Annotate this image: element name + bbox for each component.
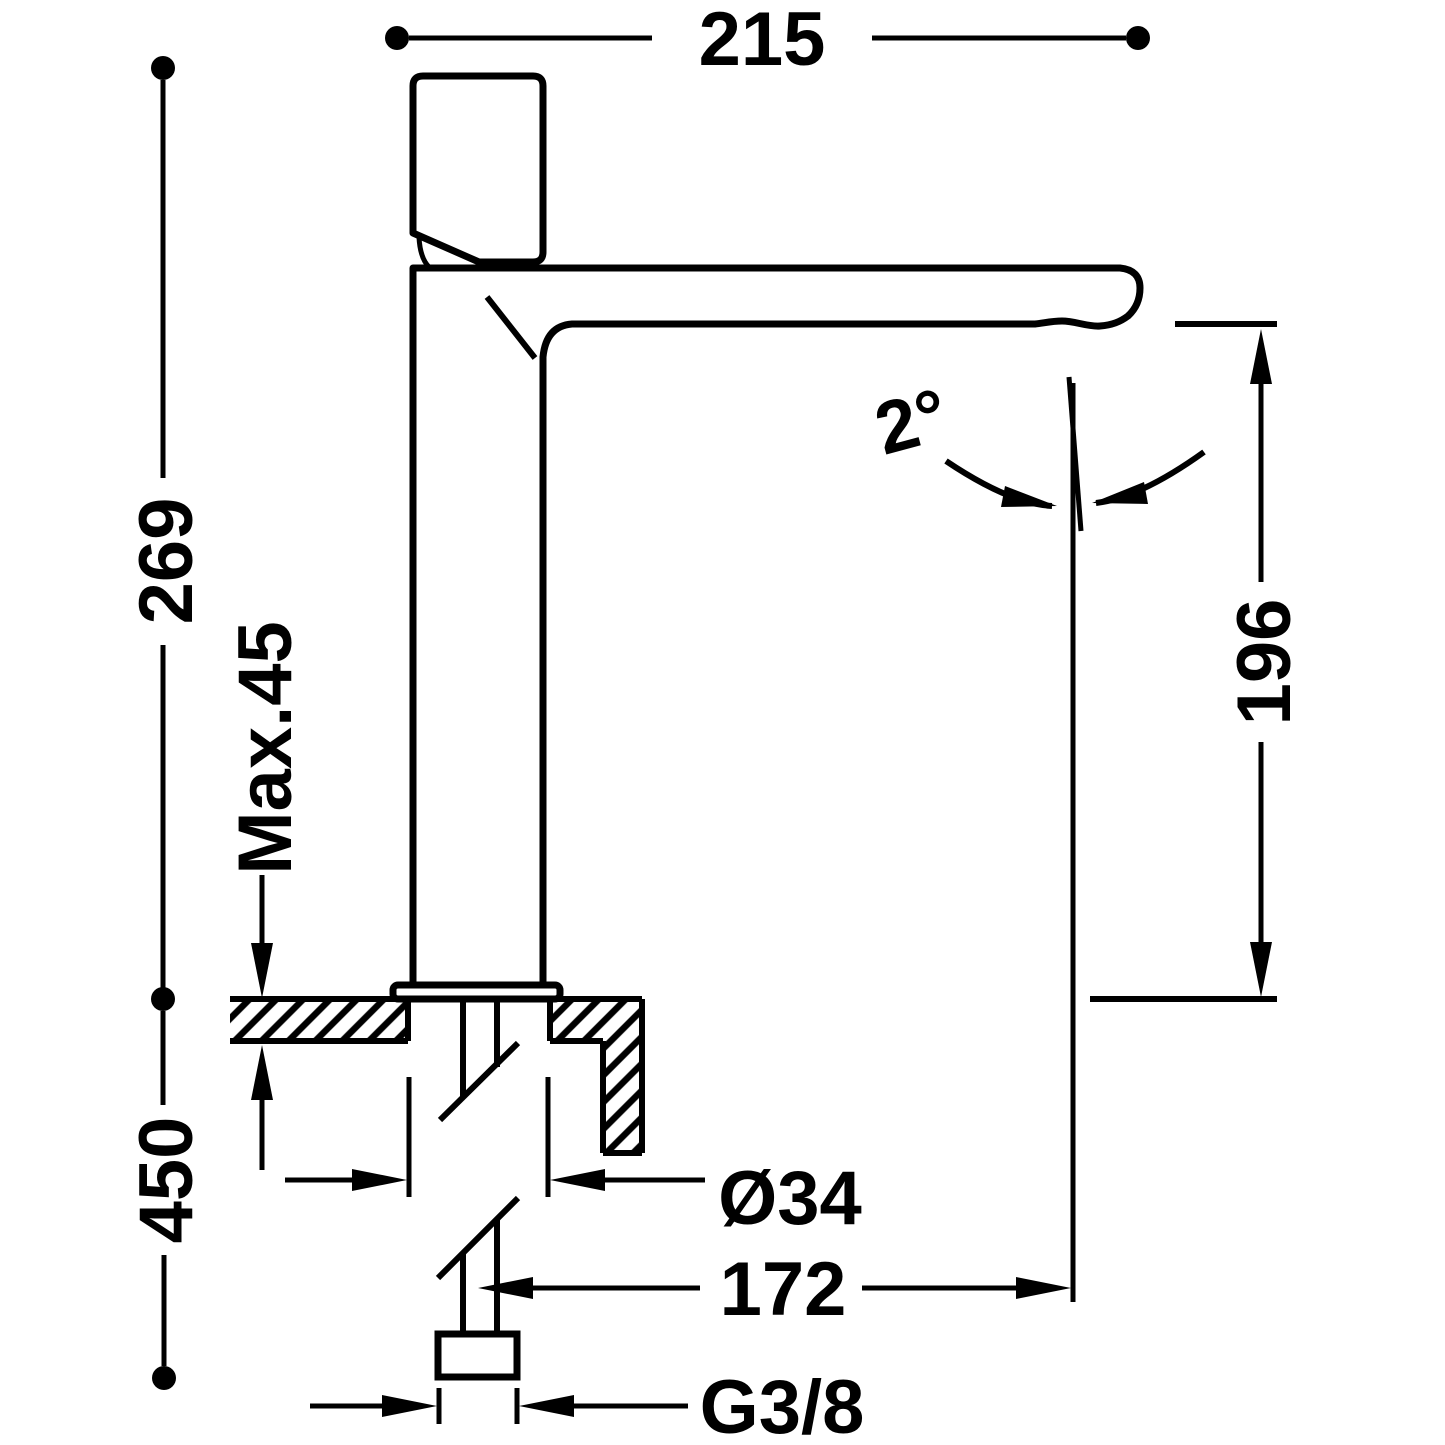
dim-overall-depth-label: 215: [699, 0, 826, 82]
arrowhead-left: [519, 1395, 574, 1417]
dim-deck-thickness: Max.45: [223, 621, 308, 1170]
arrowhead-down: [251, 943, 273, 998]
arrowhead-left: [550, 1169, 605, 1191]
dim-hole-diameter-label: Ø34: [718, 1156, 862, 1241]
arrowhead-right: [352, 1169, 407, 1191]
dim-overall-depth: 215: [385, 0, 1150, 82]
dim-dot: [385, 26, 409, 50]
dim-height-above-deck: 269: [124, 56, 209, 1011]
arrowhead-arc-left: [1001, 486, 1057, 507]
dim-thread: G3/8: [310, 1365, 864, 1445]
arrowhead-up: [1250, 329, 1272, 384]
countertop-section: [230, 996, 645, 1156]
dim-dot: [1126, 26, 1150, 50]
arrowhead-right: [382, 1395, 437, 1417]
arrowhead-arc-right: [1092, 482, 1148, 504]
dim-dot: [152, 1366, 176, 1390]
dim-height-below-deck: 450: [124, 1011, 209, 1390]
faucet-body: [389, 72, 1144, 1003]
tilted-axis-line: [1066, 376, 1084, 532]
supply-pipe: [434, 999, 521, 1381]
arrowhead-right: [1016, 1277, 1071, 1299]
pipe-break-lower: [435, 1195, 521, 1281]
dim-swivel-angle-label: 2°: [866, 372, 956, 470]
dim-dot: [151, 56, 175, 80]
spout-accent-edge: [484, 295, 538, 360]
dim-hole-diameter: Ø34: [285, 1077, 862, 1241]
dim-dot: [151, 987, 175, 1011]
dim-spout-reach: 172: [478, 1247, 1071, 1332]
g38-connector: [434, 1330, 521, 1381]
spout-outline: [409, 264, 1144, 989]
dim-deck-thickness-label: Max.45: [223, 621, 308, 875]
counter-hatch-right: [550, 999, 642, 1153]
dim-swivel-angle: 2°: [866, 372, 1206, 1302]
dim-spout-clearance-label: 196: [1222, 599, 1307, 726]
dim-height-above-label: 269: [124, 498, 209, 625]
dim-spout-clearance: 196: [1090, 321, 1307, 1002]
dim-spout-reach-label: 172: [720, 1247, 847, 1332]
arrowhead-left: [478, 1277, 533, 1299]
arrowhead-down: [1250, 942, 1272, 997]
dim-thread-label: G3/8: [700, 1365, 865, 1445]
dim-height-below-label: 450: [124, 1117, 209, 1244]
pipe-break-upper: [437, 1040, 521, 1123]
arrowhead-up: [251, 1045, 273, 1100]
counter-hatch-left: [230, 999, 408, 1041]
faucet-handle: [409, 72, 547, 266]
